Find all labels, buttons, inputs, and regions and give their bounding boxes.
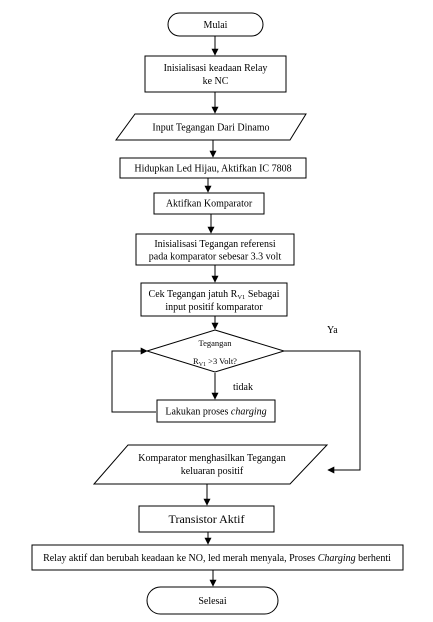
komparator-box: Aktifkan Komparator — [153, 192, 265, 215]
connectors — [111, 36, 361, 587]
relay-init-box: Inisialisasi keadaan Relay ke NC — [144, 55, 287, 93]
output-line2: keluaran positif — [181, 466, 244, 477]
input-label: Input Tegangan Dari Dinamo — [152, 123, 269, 134]
transistor-box: Transistor Aktif — [138, 505, 275, 533]
end-terminator: Selesai — [146, 586, 279, 615]
relay-init-line2: ke NC — [203, 76, 229, 87]
final-step-box: Relay aktif dan berubah keadaan ke NO, l… — [31, 544, 404, 571]
yes-label: Ya — [327, 325, 338, 336]
yes-branch-line — [284, 350, 361, 474]
output-line1: Komparator menghasilkan Tegangan — [138, 453, 285, 464]
komparator-label: Aktifkan Komparator — [166, 199, 253, 210]
reference-line2: pada komparator sebesar 3.3 volt — [149, 252, 282, 263]
charging-box: Lakukan proses charging — [156, 399, 276, 423]
relay-init-line1: Inisialisasi keadaan Relay — [164, 63, 268, 74]
decision-line1: Tegangan — [199, 338, 233, 348]
check-voltage-line2: input positif komparator — [165, 302, 263, 313]
decision-line2: RV1 >3 Volt? — [193, 356, 237, 368]
start-label: Mulai — [204, 20, 228, 31]
loop-back-line — [111, 347, 156, 413]
led-ic-box: Hidupkan Led Hijau, Aktifkan IC 7808 — [119, 157, 307, 179]
decision-diamond: Tegangan RV1 >3 Volt? — [145, 329, 286, 373]
no-label: tidak — [233, 382, 253, 393]
start-terminator: Mulai — [167, 12, 264, 37]
charging-label: Lakukan proses charging — [165, 407, 266, 418]
end-label: Selesai — [198, 596, 227, 607]
check-voltage-box: Cek Tegangan jatuh RV1 Sebagai input pos… — [140, 282, 288, 317]
led-ic-label: Hidupkan Led Hijau, Aktifkan IC 7808 — [134, 164, 291, 175]
input-parallelogram: Input Tegangan Dari Dinamo — [115, 113, 307, 141]
transistor-label: Transistor Aktif — [169, 512, 245, 526]
final-step-label: Relay aktif dan berubah keadaan ke NO, l… — [43, 553, 391, 564]
output-parallelogram: Komparator menghasilkan Tegangan keluara… — [92, 444, 329, 485]
reference-voltage-box: Inisialisasi Tegangan referensi pada kom… — [135, 233, 295, 266]
reference-line1: Inisialisasi Tegangan referensi — [154, 239, 276, 250]
check-voltage-line1: Cek Tegangan jatuh RV1 Sebagai — [149, 289, 280, 301]
